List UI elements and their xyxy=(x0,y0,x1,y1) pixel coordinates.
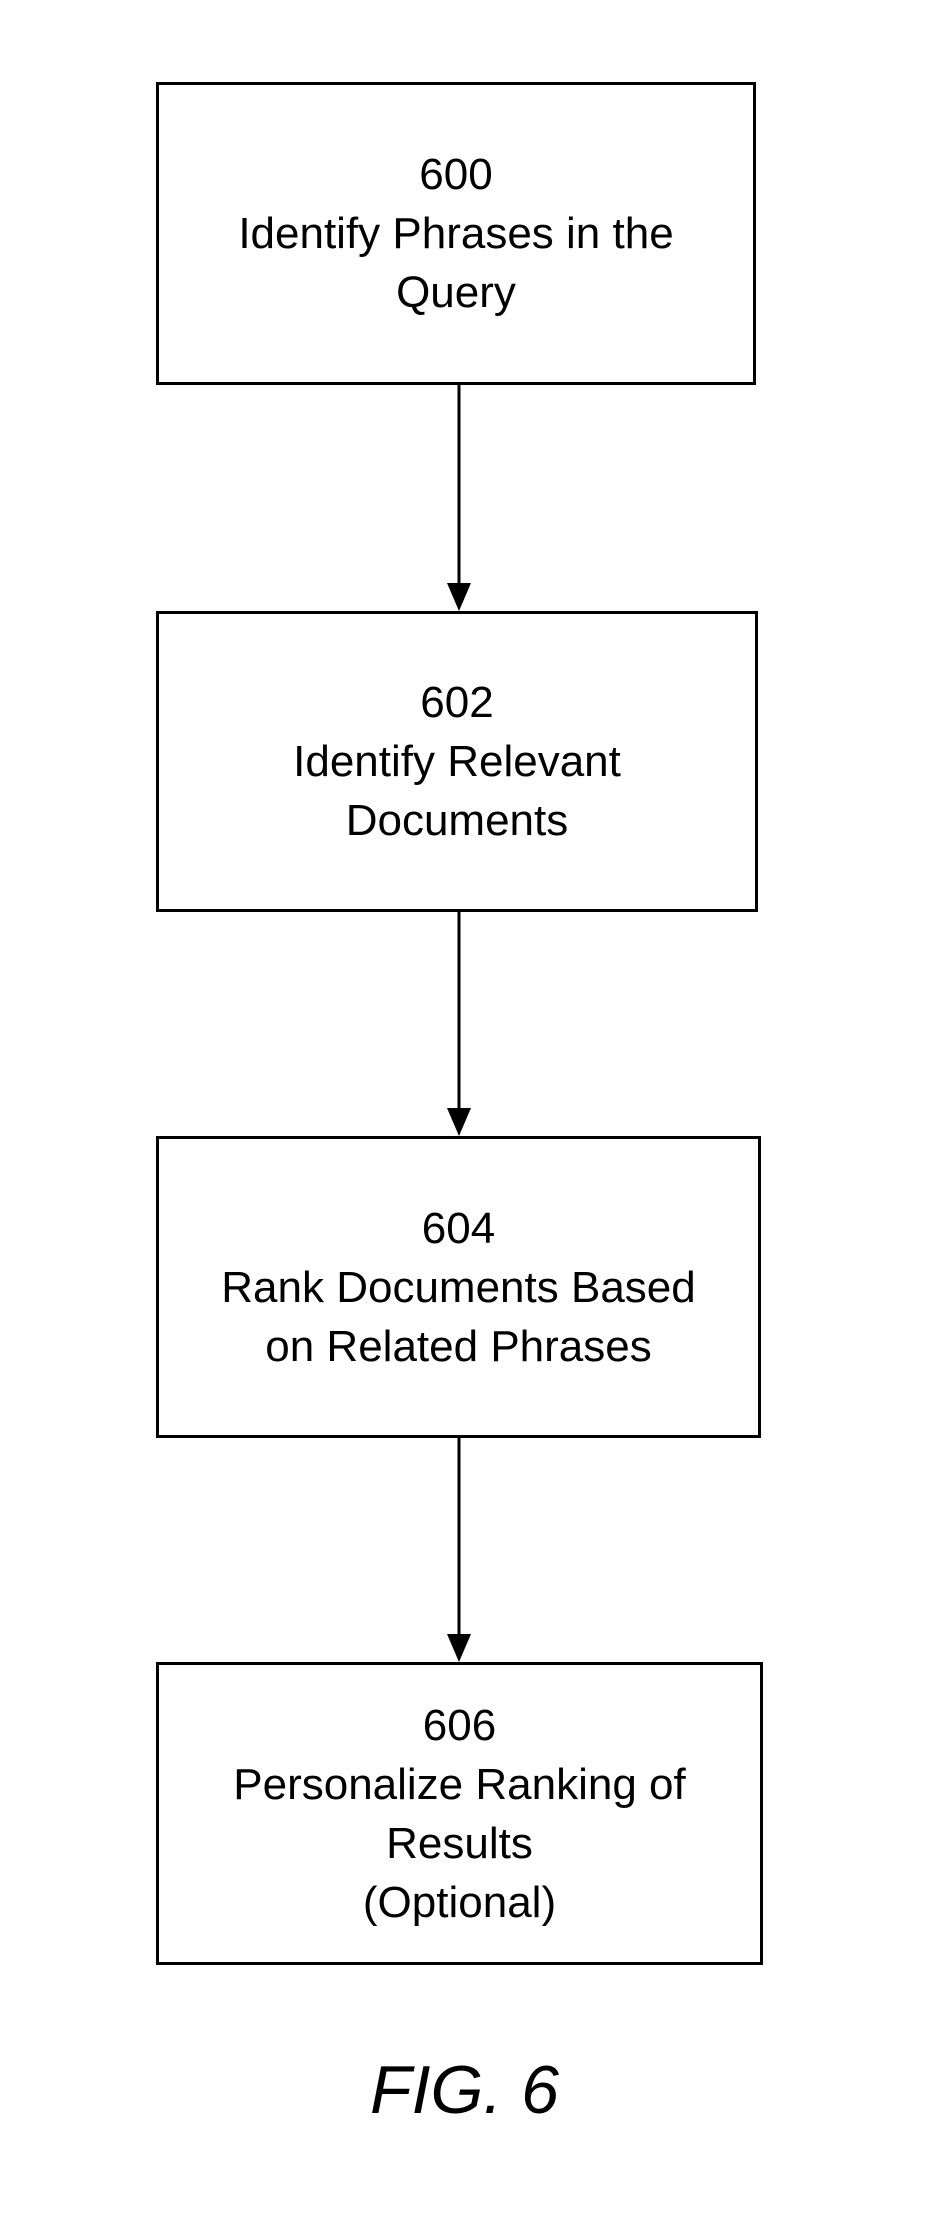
step-606-number: 606 xyxy=(422,1700,497,1750)
step-604-number: 604 xyxy=(421,1203,496,1253)
step-600-box: 600 Identify Phrases in the Query xyxy=(156,82,756,385)
arrow-602-to-604 xyxy=(447,912,471,1136)
step-606-text-line-1: Personalize Ranking of xyxy=(233,1759,686,1809)
step-600-text-line-1: Identify Phrases in the xyxy=(238,209,674,258)
step-602-number: 602 xyxy=(420,678,494,727)
step-600-number: 600 xyxy=(419,150,493,199)
arrow-600-to-602 xyxy=(447,385,471,611)
step-606-text-line-3: (Optional) xyxy=(362,1877,557,1927)
step-606-box: 606 Personalize Ranking of Results (Opti… xyxy=(156,1662,763,1965)
step-604-box: 604 Rank Documents Based on Related Phra… xyxy=(156,1136,761,1438)
step-606-text-line-2: Results xyxy=(386,1818,533,1868)
step-604-text-line-1: Rank Documents Based xyxy=(221,1262,696,1312)
step-602-text-line-2: Documents xyxy=(345,796,569,845)
step-602-box: 602 Identify Relevant Documents xyxy=(156,611,758,912)
step-602-text-line-1: Identify Relevant xyxy=(293,737,621,786)
step-604-text-line-2: on Related Phrases xyxy=(265,1321,652,1371)
step-600-text-line-2: Query xyxy=(396,268,516,317)
arrow-604-to-606 xyxy=(447,1438,471,1662)
figure-label: FIG. 6 xyxy=(370,2052,559,2128)
